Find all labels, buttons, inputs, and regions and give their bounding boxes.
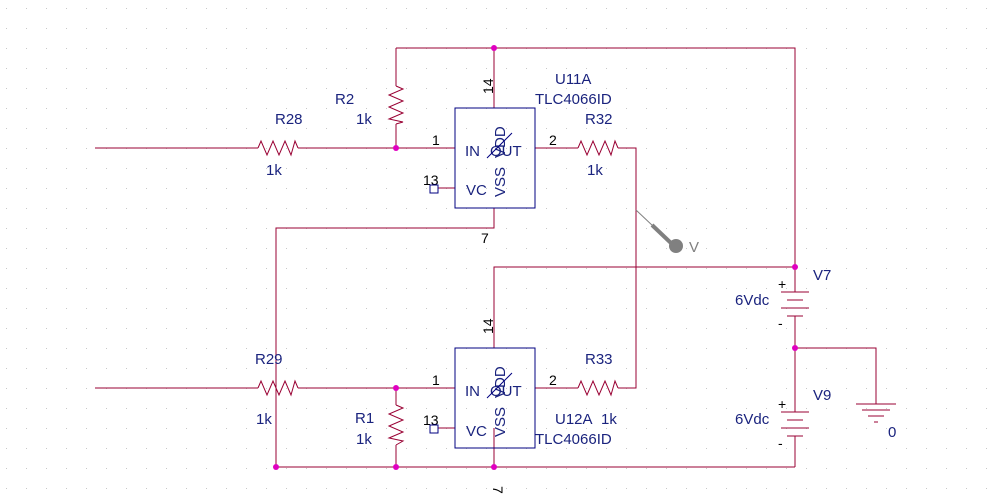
switch-u11a[interactable]: IN OUT VC VDD VSS 1 2 14 7 13 U11A TLC40…	[423, 71, 612, 246]
probe-head	[669, 239, 683, 253]
resistor-r28[interactable]: R28 1k	[257, 111, 303, 179]
resistor-r33[interactable]: R33 1k	[577, 351, 619, 428]
u11a-vss-label: VSS	[492, 167, 509, 197]
resistor-r29[interactable]: R29 1k	[255, 351, 299, 428]
junction-dot	[393, 145, 399, 151]
u11a-vc-pin-box	[429, 184, 439, 194]
v7-value-label: 6Vdc	[735, 292, 770, 309]
ground-label: 0	[888, 424, 896, 441]
r33-ref-label: R33	[585, 351, 613, 368]
u12a-pin-7: 7	[490, 486, 506, 494]
r1-value-label: 1k	[356, 431, 372, 448]
r1-ref-label: R1	[355, 410, 374, 427]
u11a-pin-7: 7	[481, 230, 489, 246]
junction-dot	[491, 45, 497, 51]
u12a-vdd-label: VDD	[492, 366, 509, 398]
u12a-vc-pin-box	[429, 424, 439, 434]
source-v7[interactable]: + - V7 6Vdc	[735, 267, 831, 331]
v7-plus-sign: +	[778, 276, 786, 292]
u12a-pin-2: 2	[549, 372, 557, 388]
u11a-pin-13: 13	[423, 172, 439, 188]
grid-dots	[6, 8, 987, 489]
u11a-pin-14: 14	[480, 78, 496, 94]
junction-dot	[393, 385, 399, 391]
u11a-in-label: IN	[465, 143, 480, 160]
u12a-ref-label: U12A	[555, 411, 593, 428]
u11a-vdd-label: VDD	[492, 126, 509, 158]
resistor-r2[interactable]: R2 1k	[335, 85, 405, 128]
u12a-vss-label: VSS	[492, 407, 509, 437]
probe-label: V	[689, 239, 699, 256]
u11a-body	[454, 107, 536, 209]
v9-value-label: 6Vdc	[735, 411, 770, 428]
junction-dot	[393, 464, 399, 470]
v7-minus-sign: -	[778, 315, 783, 331]
r29-value-label: 1k	[256, 411, 272, 428]
u11a-ref-label: U11A	[555, 71, 591, 88]
wire-top-rail[interactable]	[396, 47, 796, 267]
source-v9[interactable]: + - V9 6Vdc	[735, 387, 831, 451]
r32-ref-label: R32	[585, 111, 613, 128]
probe-handle	[650, 223, 674, 246]
u12a-part-label: TLC4066ID	[535, 431, 612, 448]
u12a-pin-1: 1	[432, 372, 440, 388]
wire-to-ground[interactable]	[795, 347, 877, 404]
resistor-r32[interactable]: R32 1k	[577, 111, 619, 179]
r33-value-label: 1k	[601, 411, 617, 428]
r28-ref-label: R28	[275, 111, 303, 128]
u11a-part-label: TLC4066ID	[535, 91, 612, 108]
u12a-switch-symbol	[486, 372, 513, 399]
junction-dot	[273, 464, 279, 470]
u12a-vc-label: VC	[466, 423, 487, 440]
u11a-switch-symbol	[486, 132, 513, 159]
r32-value-label: 1k	[587, 162, 603, 179]
u11a-pin-1: 1	[432, 132, 440, 148]
u11a-vc-label: VC	[466, 182, 487, 199]
junction-dot	[792, 345, 798, 351]
voltage-probe[interactable]: V	[635, 209, 699, 256]
u11a-pin-2: 2	[549, 132, 557, 148]
resistor-r1[interactable]: R1 1k	[355, 404, 405, 448]
junction-dot	[491, 464, 497, 470]
junction-dot	[792, 264, 798, 270]
ground-symbol[interactable]: 0	[856, 403, 896, 441]
wire-r32-r33-link[interactable]	[618, 147, 637, 389]
junctions	[273, 45, 798, 470]
v9-ref-label: V9	[813, 387, 831, 404]
r28-value-label: 1k	[266, 162, 282, 179]
wire-u11a-vss[interactable]	[275, 208, 495, 467]
v9-minus-sign: -	[778, 435, 783, 451]
wire-mid-rail[interactable]	[493, 266, 795, 348]
u12a-pin-14: 14	[480, 318, 496, 334]
r2-ref-label: R2	[335, 91, 354, 108]
r29-ref-label: R29	[255, 351, 283, 368]
wires	[95, 47, 877, 468]
u12a-pin-13: 13	[423, 412, 439, 428]
v9-plus-sign: +	[778, 396, 786, 412]
u12a-body	[454, 347, 536, 449]
r2-value-label: 1k	[356, 111, 372, 128]
u12a-in-label: IN	[465, 383, 480, 400]
v7-ref-label: V7	[813, 267, 831, 284]
switch-u12a[interactable]: IN OUT VC VDD VSS 1 2 14 7 13 U12A TLC40…	[423, 318, 612, 494]
